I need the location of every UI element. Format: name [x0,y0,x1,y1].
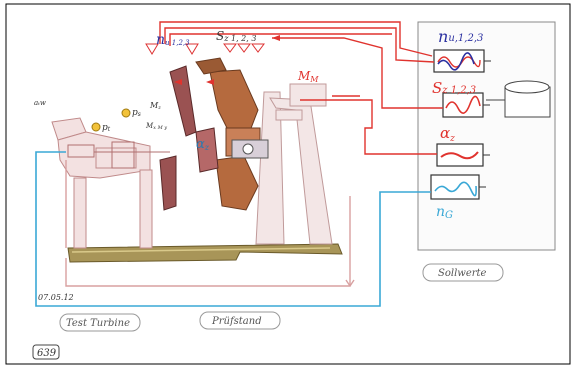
label-a-tw: aₜw [34,99,46,107]
label-ps: ps [132,108,141,118]
label-date: 07.05.12 [38,293,74,302]
signal-box-nu [434,50,491,72]
label-sollwerte: Sollwerte [438,268,487,279]
signal-box-sz [443,93,490,117]
label-pruefstand: Prüfstand [211,316,262,327]
label-page-number: 639 [37,348,57,359]
label-pt: pt [102,123,111,133]
label-mx-my: Mx M y [145,122,167,131]
label-sz-top: Sz 1, 2, 3 [216,29,256,43]
pressure-sensor-ps [122,109,130,117]
signal-box-ng [431,175,486,199]
label-mz: Mz [149,101,161,111]
pressure-sensor-pt [92,123,100,131]
label-mm: MM [297,69,319,84]
turbine-blades [160,66,218,210]
pruefstand-frame [256,84,332,244]
bearing-unit [232,140,268,158]
label-test-turbine: Test Turbine [66,318,130,329]
signal-box-alpha [437,144,490,166]
test-turbine [52,118,152,248]
base-platform [68,244,342,262]
